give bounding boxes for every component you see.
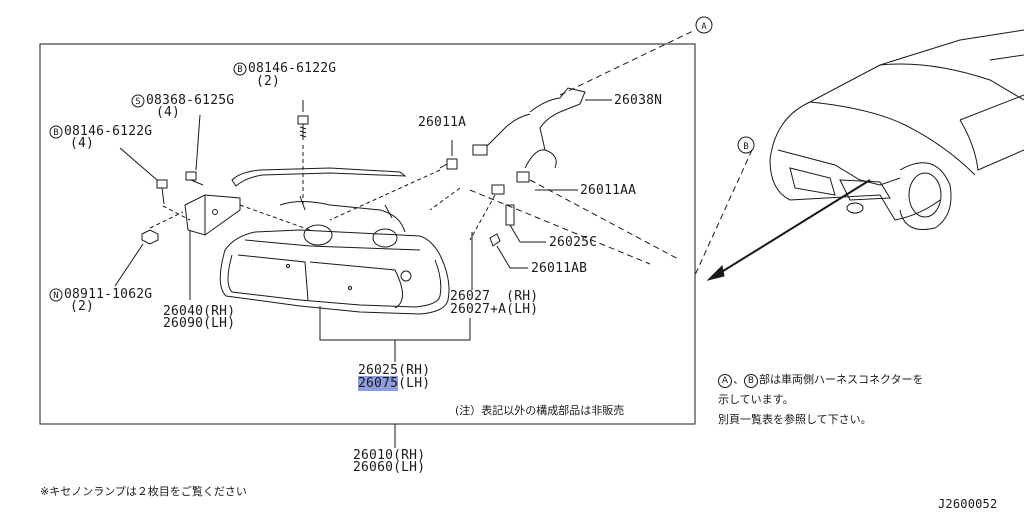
headlamp-housing (219, 195, 450, 315)
label-nut-qty: (2) (70, 299, 95, 314)
left-fasteners (114, 114, 311, 300)
prefix-circle-n (49, 288, 63, 302)
leader-lines (319, 232, 473, 448)
label-lens-lh: 26027+A(LH) (450, 302, 539, 317)
car-illustration (694, 29, 1024, 281)
prefix-b2: B (53, 128, 58, 138)
diagram-frame (39, 43, 696, 425)
label-bulb-ab: 26011AB (531, 261, 588, 276)
label-lamp-complete-rh: 26010(RH) (353, 448, 426, 463)
diagram-code: J2600052 (938, 497, 998, 511)
label-bolt-left-qty: (4) (70, 136, 95, 151)
label-bolt-top-number: 08146-6122G (248, 61, 337, 76)
label-harness: 26038N (614, 93, 663, 108)
callout-a-circle (695, 16, 713, 34)
bulbs-harness (329, 29, 696, 269)
label-bulb-a: 26011A (418, 115, 467, 130)
prefix-circle-b2 (49, 125, 63, 139)
callout-b-letter: B (743, 142, 748, 152)
seal-strip (231, 167, 407, 187)
callout-a-letter: A (701, 22, 707, 32)
label-bulb-c: 26025C (549, 235, 598, 250)
label-screw-qty: (4) (156, 105, 181, 120)
bolt-top-part (297, 100, 309, 205)
note-xenon: ※キセノンランプは２枚目をご覧ください (40, 485, 247, 498)
label-lamp-assy-rh: 26025(RH) (358, 363, 431, 378)
prefix-s: S (135, 97, 140, 107)
label-lamp-assy-lh: 26075(LH) (358, 376, 431, 391)
label-screw-number: 08368-6125G (146, 93, 235, 108)
highlighted-part-number[interactable]: 26075 (358, 376, 399, 391)
callout-b-circle (737, 136, 755, 154)
note-connector-line3: 別頁一覧表を参照して下さい。 (718, 413, 872, 426)
prefix-circle-b1 (233, 62, 247, 76)
note-not-sold: (注）表記以外の構成部品は非販売 (455, 404, 625, 417)
prefix-n: N (53, 291, 58, 301)
note-connector-line2: 示しています。 (718, 393, 794, 406)
label-nut-number: 08911-1062G (64, 287, 153, 302)
label-lamp-complete-lh: 26060(LH) (353, 460, 426, 475)
label-lens-rh: 26027 (RH) (450, 289, 539, 304)
label-bracket-lh: 26090(LH) (163, 316, 236, 331)
label-bulb-aa: 26011AA (580, 183, 637, 198)
label-bolt-left-number: 08146-6122G (64, 124, 153, 139)
prefix-circle-s (131, 94, 145, 108)
label-bolt-top-qty: (2) (256, 74, 281, 89)
label-bracket-rh: 26040(RH) (163, 304, 236, 319)
prefix-b1: B (237, 65, 242, 75)
